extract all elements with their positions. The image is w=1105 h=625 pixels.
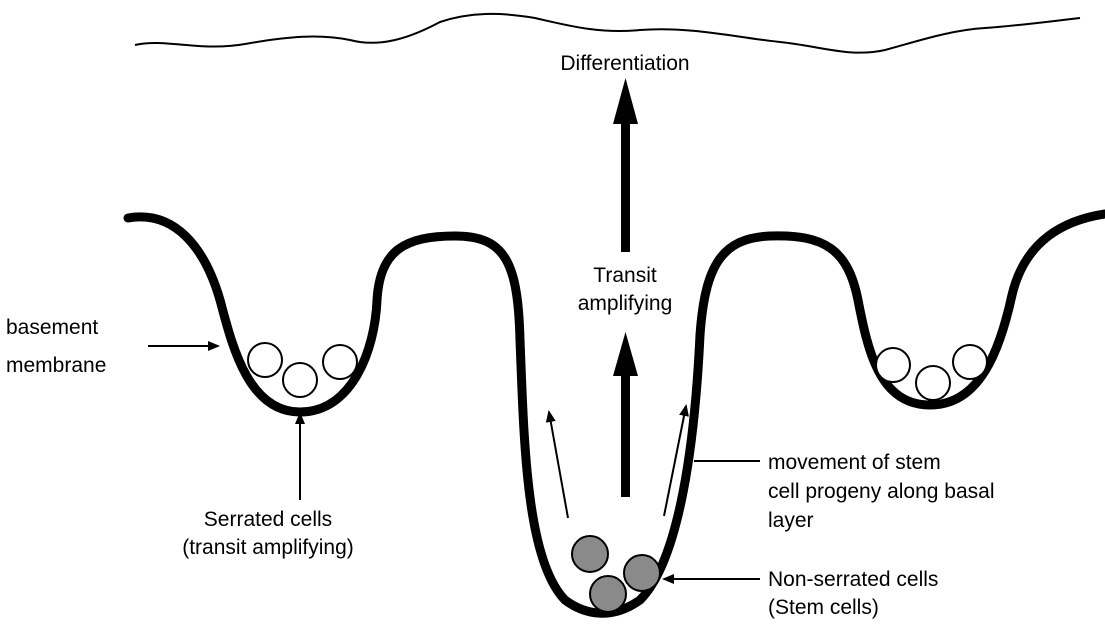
basement-membrane-label-line1: basement bbox=[6, 316, 98, 339]
non-serrated-label-line2: (Stem cells) bbox=[768, 596, 879, 619]
serrated-cell bbox=[323, 345, 357, 379]
serrated-cell bbox=[916, 366, 950, 400]
stem-cell bbox=[572, 536, 608, 572]
movement-label-line2: cell progeny along basal bbox=[768, 480, 995, 503]
serrated-cell bbox=[283, 363, 317, 397]
serrated-cells-left bbox=[248, 343, 357, 397]
stem-cell bbox=[624, 555, 660, 591]
serrated-cells-label-line1: Serrated cells bbox=[204, 508, 332, 531]
movement-label-line1: movement of stem bbox=[768, 451, 941, 474]
movement-label-line3: layer bbox=[768, 509, 814, 532]
transit-amplifying-label-line2: amplifying bbox=[578, 292, 673, 315]
basement-membrane-label-line2: membrane bbox=[6, 354, 106, 377]
left-progeny-arrow bbox=[549, 412, 568, 518]
non-serrated-label-line1: Non-serrated cells bbox=[768, 568, 938, 591]
serrated-cell bbox=[876, 348, 910, 382]
differentiation-label: Differentiation bbox=[560, 52, 689, 75]
stem-cell bbox=[590, 576, 626, 612]
serrated-cell bbox=[953, 345, 987, 379]
transit-amplifying-arrow bbox=[613, 332, 638, 497]
differentiation-arrow bbox=[613, 78, 638, 252]
stem-cells bbox=[572, 536, 660, 612]
serrated-cell bbox=[248, 343, 282, 377]
transit-amplifying-label-line1: Transit bbox=[593, 264, 657, 287]
serrated-cells-label-line2: (transit amplifying) bbox=[182, 536, 354, 559]
skin-surface-line bbox=[135, 14, 1080, 53]
